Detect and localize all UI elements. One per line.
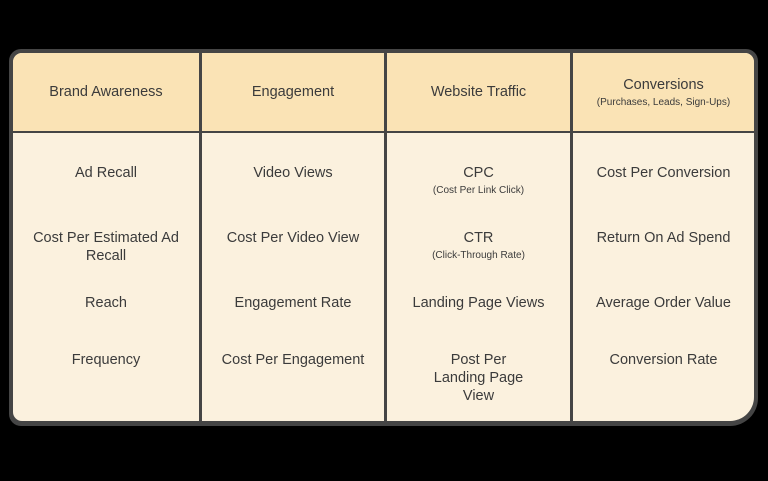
metric-cell: Landing Page Views xyxy=(387,294,570,312)
metric-cell: Cost Per Estimated Ad Recall xyxy=(23,229,189,265)
metric-cell: Cost Per Video View xyxy=(202,229,384,247)
header-subtitle: (Purchases, Leads, Sign-Ups) xyxy=(596,97,731,108)
table-header-row xyxy=(13,53,754,133)
metric-cell: Reach xyxy=(13,294,199,312)
metric-cell: Conversion Rate xyxy=(573,351,754,369)
metric-cell: Cost Per Engagement xyxy=(202,351,384,369)
header-title: Brand Awareness xyxy=(49,84,163,100)
header-title: Conversions xyxy=(623,77,704,93)
header-brand-awareness: Brand Awareness xyxy=(13,53,199,131)
header-conversions: Conversions (Purchases, Leads, Sign-Ups) xyxy=(573,53,754,131)
metric-cell: Frequency xyxy=(13,351,199,369)
metric-label: Video Views xyxy=(253,165,333,181)
header-title: Website Traffic xyxy=(430,84,527,100)
metric-cell: Average Order Value xyxy=(573,294,754,312)
metric-cell: Return On Ad Spend xyxy=(573,229,754,247)
objectives-metrics-table: Brand Awareness Engagement Website Traff… xyxy=(9,49,758,426)
metric-label: Reach xyxy=(85,295,127,311)
metric-label: Cost Per Estimated Ad Recall xyxy=(33,230,179,264)
metric-label: Post Per Landing Page View xyxy=(433,352,524,404)
table-inner: Brand Awareness Engagement Website Traff… xyxy=(13,53,754,421)
metric-cell: Engagement Rate xyxy=(202,294,384,312)
metric-label: Frequency xyxy=(71,352,141,368)
metric-label: Ad Recall xyxy=(74,165,138,181)
metric-cell: Post Per Landing Page View xyxy=(417,351,540,405)
metric-cell: Video Views xyxy=(202,164,384,182)
header-engagement: Engagement xyxy=(202,53,384,131)
metric-cell: CTR (Click-Through Rate) xyxy=(387,229,570,262)
metric-label: Cost Per Engagement xyxy=(221,352,365,368)
metric-cell: Cost Per Conversion xyxy=(573,164,754,182)
metric-label: Conversion Rate xyxy=(609,352,718,368)
metric-cell: Ad Recall xyxy=(13,164,199,182)
header-website-traffic: Website Traffic xyxy=(387,53,570,131)
metric-label: Cost Per Video View xyxy=(226,230,360,246)
column-divider xyxy=(199,53,202,421)
metric-label: Engagement Rate xyxy=(234,295,352,311)
metric-label: Cost Per Conversion xyxy=(596,165,731,181)
header-title: Engagement xyxy=(251,84,335,100)
metric-sublabel: (Click-Through Rate) xyxy=(432,250,525,261)
metric-cell: CPC (Cost Per Link Click) xyxy=(387,164,570,197)
metric-sublabel: (Cost Per Link Click) xyxy=(432,185,525,196)
metric-label: CPC xyxy=(463,165,494,181)
metric-label: Average Order Value xyxy=(596,295,731,311)
metric-label: Landing Page Views xyxy=(412,295,545,311)
metric-label: Return On Ad Spend xyxy=(596,230,731,246)
metric-label: CTR xyxy=(463,230,494,246)
column-divider xyxy=(384,53,387,421)
column-divider xyxy=(570,53,573,421)
